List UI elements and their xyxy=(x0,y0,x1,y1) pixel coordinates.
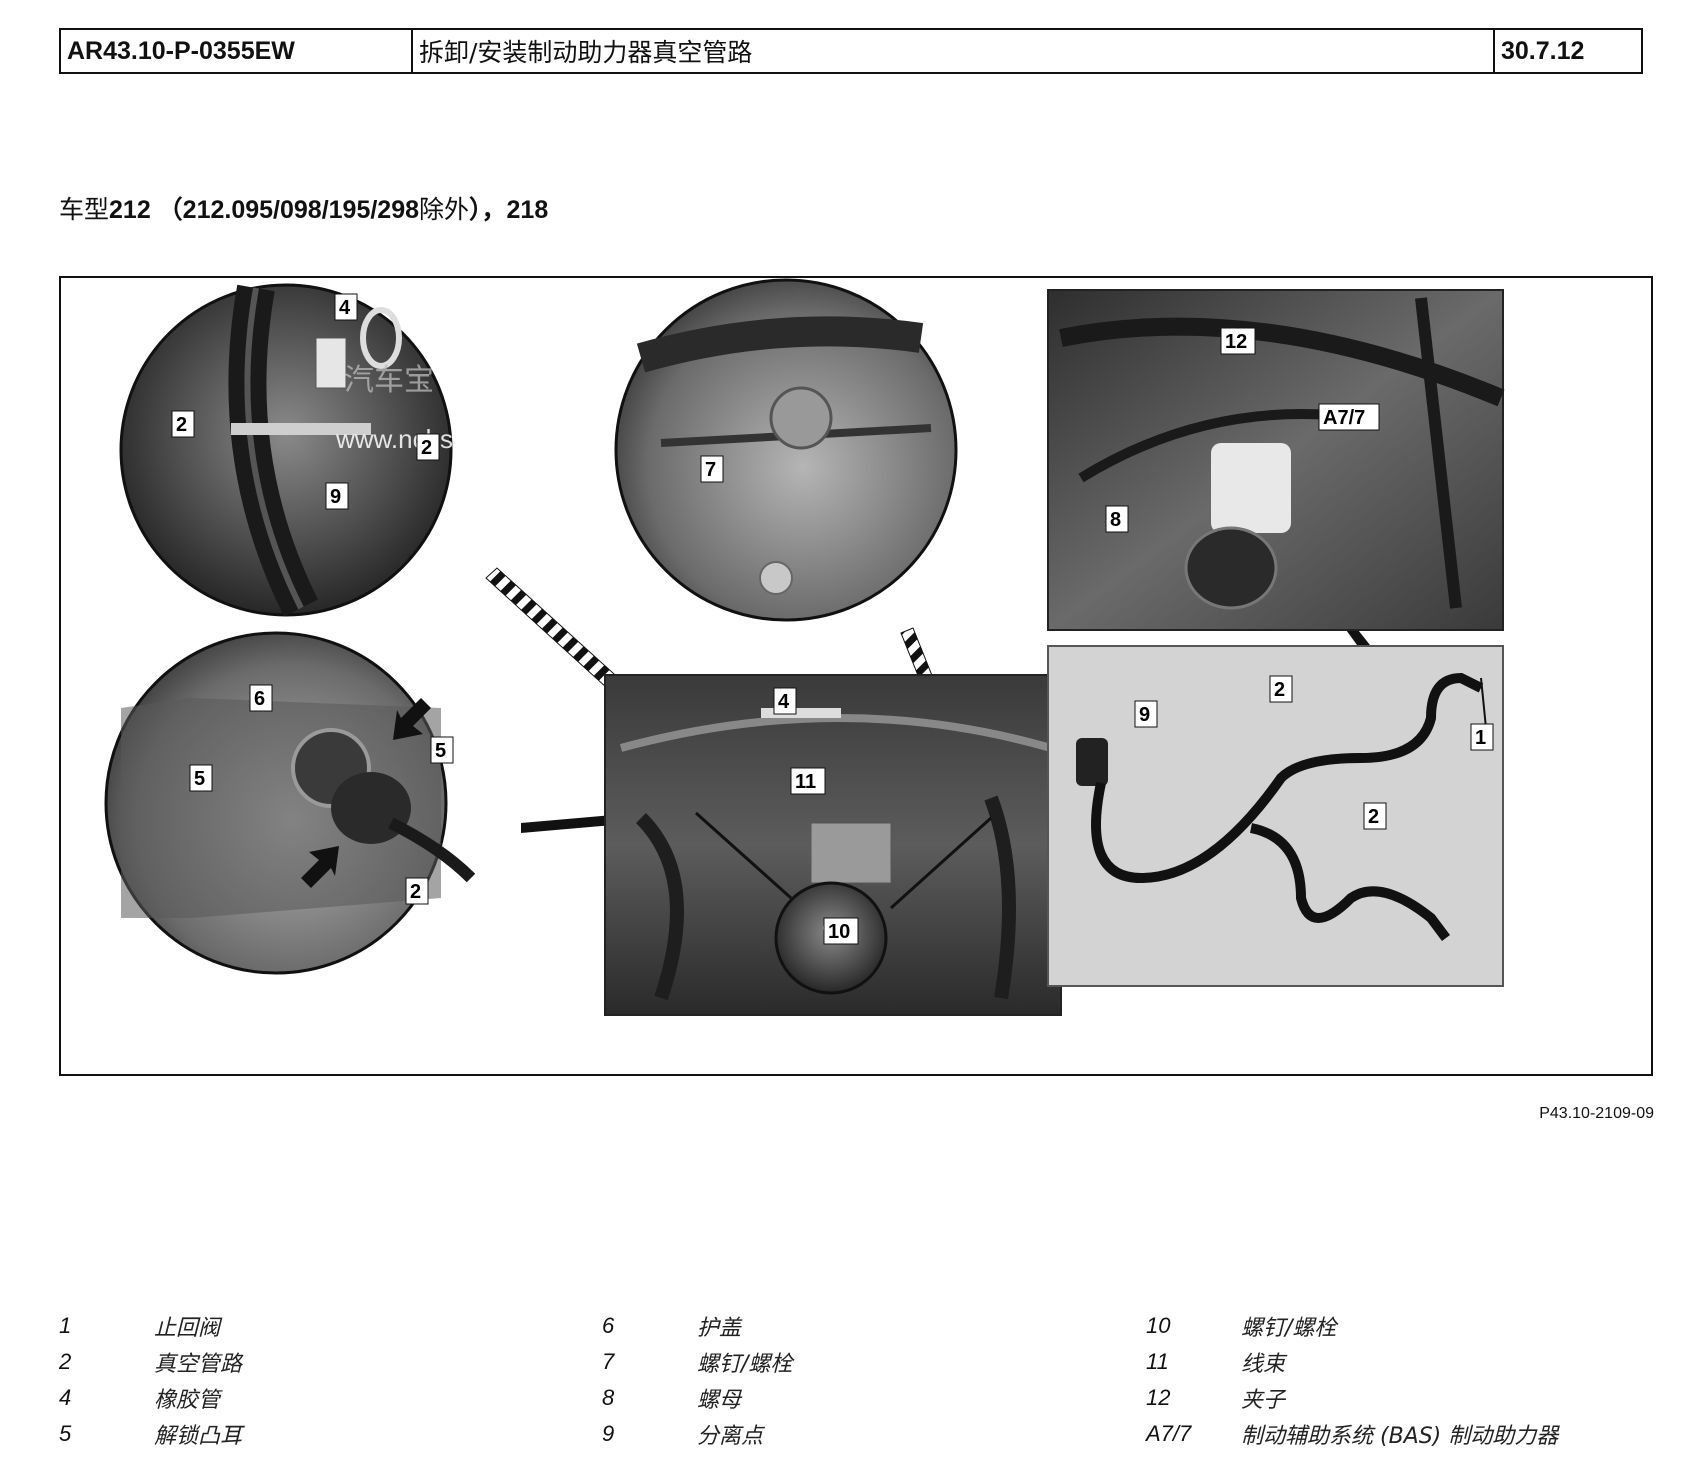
legend-item: 7 螺钉/螺栓 xyxy=(602,1344,1122,1380)
legend-number: 11 xyxy=(1146,1349,1169,1374)
legend-number: 12 xyxy=(1146,1385,1171,1410)
technical-illustration: 汽车宝 www.ncbsd.com 2 2 4 9 7 6 5 5 2 4 11 xyxy=(59,276,1653,1076)
legend-item: 12 夹子 xyxy=(1146,1380,1666,1416)
document-code: AR43.10-P-0355EW xyxy=(61,30,413,72)
models-prefix: 车型 xyxy=(59,195,110,224)
legend-column: 6 护盖 7 螺钉/螺栓 8 螺母 9 分离点 xyxy=(602,1308,1122,1452)
legend-item: 8 螺母 xyxy=(602,1380,1122,1416)
legend-number: 10 xyxy=(1146,1313,1171,1338)
legend-item: 6 护盖 xyxy=(602,1308,1122,1344)
callout-label: 4 xyxy=(778,691,790,713)
callout-label: 7 xyxy=(705,459,716,481)
legend-item: 11 线束 xyxy=(1146,1344,1666,1380)
models-list-b: ），218 xyxy=(469,196,549,224)
legend-number: 7 xyxy=(602,1349,615,1374)
legend-text: 螺母 xyxy=(697,1388,742,1413)
callout-label: 2 xyxy=(176,414,187,436)
callout-label: 4 xyxy=(339,297,351,319)
vacuum-line-diagram xyxy=(1047,645,1504,987)
callout-label: 2 xyxy=(421,437,432,459)
legend-item: 1 止回阀 xyxy=(59,1308,579,1344)
legend-item: 4 橡胶管 xyxy=(59,1380,579,1416)
legend-item: 2 真空管路 xyxy=(59,1344,579,1380)
callout-label: 8 xyxy=(1110,509,1121,531)
legend-number: 6 xyxy=(602,1313,615,1338)
legend-item: 10 螺钉/螺栓 xyxy=(1146,1308,1666,1344)
legend-text: 护盖 xyxy=(697,1316,742,1341)
callout-label: 9 xyxy=(330,486,341,508)
legend-number: 8 xyxy=(602,1385,615,1410)
watermark-logo: 汽车宝 xyxy=(344,363,434,398)
legend-text: 解锁凸耳 xyxy=(154,1424,243,1449)
legend-text: 止回阀 xyxy=(154,1316,221,1341)
models-list-a: 212 （212.095/098/195/298 xyxy=(109,196,420,224)
callout-label: 2 xyxy=(410,881,421,903)
legend-number: 5 xyxy=(59,1421,72,1446)
legend-text: 真空管路 xyxy=(154,1352,243,1377)
callout-label: 6 xyxy=(254,688,265,710)
header-table: AR43.10-P-0355EW 拆卸/安装制动助力器真空管路 30.7.12 xyxy=(59,28,1643,74)
detail-circle-top-left xyxy=(119,283,453,617)
callout-label: 1 xyxy=(1475,727,1486,749)
legend-number: 4 xyxy=(59,1385,72,1410)
model-applicability: 车型212 （212.095/098/195/298除外），218 xyxy=(59,190,548,226)
callout-label: 10 xyxy=(828,921,850,943)
legend-number: 1 xyxy=(59,1313,72,1338)
legend-text: 螺钉/螺栓 xyxy=(697,1352,793,1377)
callout-label: A7/7 xyxy=(1323,407,1365,429)
legend-text: 分离点 xyxy=(697,1424,764,1449)
figure-reference: P43.10-2109-09 xyxy=(1539,1105,1654,1122)
legend-column: 1 止回阀 2 真空管路 4 橡胶管 5 解锁凸耳 xyxy=(59,1308,579,1452)
legend-item: 5 解锁凸耳 xyxy=(59,1416,579,1452)
callout-label: 9 xyxy=(1139,704,1150,726)
callout-label: 5 xyxy=(194,768,205,790)
callout-label: 2 xyxy=(1274,679,1285,701)
legend-item: 9 分离点 xyxy=(602,1416,1122,1452)
legend-text: 橡胶管 xyxy=(154,1388,221,1413)
document-title: 拆卸/安装制动助力器真空管路 xyxy=(413,30,1495,72)
legend-column: 10 螺钉/螺栓 11 线束 12 夹子 A7/7 制动辅助系统 (BAS) 制动助力器 xyxy=(1146,1308,1666,1452)
legend: 1 止回阀 2 真空管路 4 橡胶管 5 解锁凸耳 6 护盖 7 螺钉/螺栓 8 螺母 9 分离… xyxy=(59,1308,1659,1458)
callout-label: 12 xyxy=(1225,331,1247,353)
engine-compartment-photo xyxy=(1047,289,1505,631)
legend-text: 线束 xyxy=(1241,1352,1286,1377)
legend-text: 夹子 xyxy=(1241,1388,1286,1413)
detail-circle-top-center xyxy=(614,278,958,622)
illustration-svg: 汽车宝 www.ncbsd.com 2 2 4 9 7 6 5 5 2 4 11 xyxy=(104,278,1505,1016)
arrow-icon xyxy=(393,698,431,740)
arrow-icon xyxy=(301,846,339,888)
engine-bay-photo xyxy=(604,674,1062,1016)
callout-label: 11 xyxy=(795,771,816,793)
legend-number: 2 xyxy=(59,1349,72,1374)
document-date: 30.7.12 xyxy=(1501,36,1585,65)
legend-text: 螺钉/螺栓 xyxy=(1241,1316,1337,1341)
callout-label: 2 xyxy=(1368,806,1379,828)
detail-circle-bottom-left xyxy=(104,631,476,975)
legend-item: A7/7 制动辅助系统 (BAS) 制动助力器 xyxy=(1146,1416,1666,1452)
legend-number: A7/7 xyxy=(1146,1421,1192,1446)
models-except: 除外 xyxy=(419,195,470,224)
callout-label: 5 xyxy=(435,740,446,762)
legend-text: 制动辅助系统 (BAS) 制动助力器 xyxy=(1241,1424,1559,1449)
legend-number: 9 xyxy=(602,1421,615,1446)
